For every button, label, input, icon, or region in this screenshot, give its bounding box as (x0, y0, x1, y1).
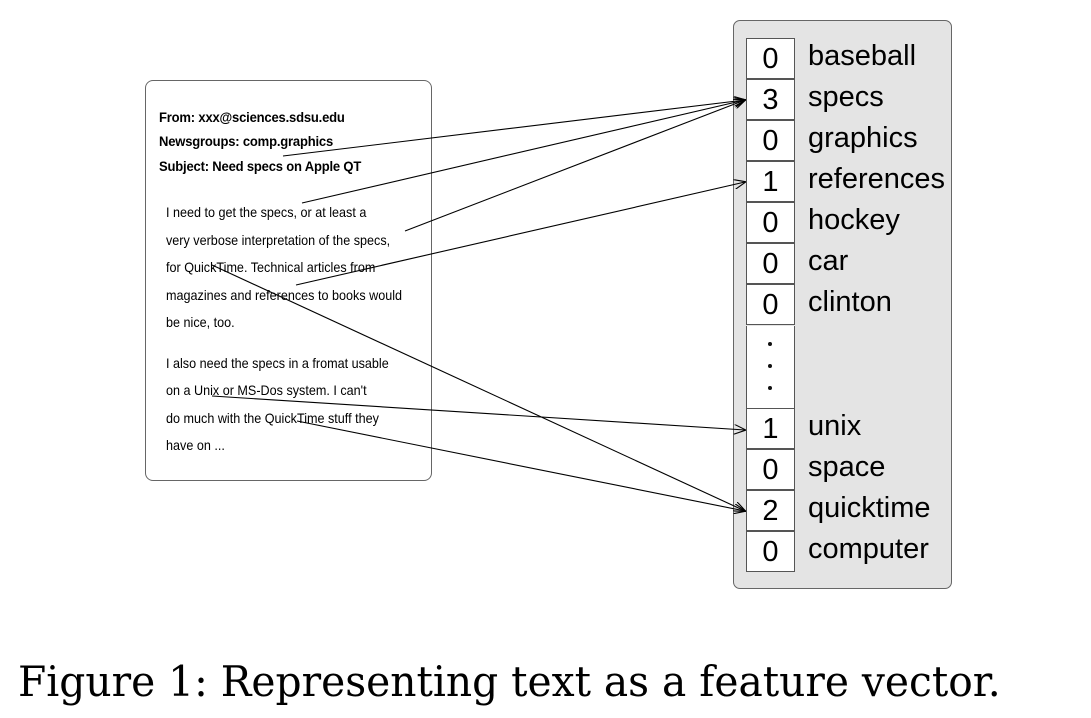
vector-word-clinton: clinton (808, 286, 892, 318)
vector-count-space: 0 (746, 449, 795, 490)
vector-word-quicktime: quicktime (808, 492, 931, 524)
email-body-line: I also need the specs in a fromat usable (166, 355, 389, 371)
vector-word-space: space (808, 451, 886, 483)
vector-word-hockey: hockey (808, 204, 900, 236)
figure-caption: Figure 1: Representing text as a feature… (18, 657, 1001, 706)
email-body-line: for QuickTime. Technical articles from (166, 259, 376, 275)
email-body-line: be nice, too. (166, 314, 235, 330)
vector-word-baseball: baseball (808, 40, 917, 72)
vector-count-clinton: 0 (746, 284, 795, 325)
vector-word-unix: unix (808, 410, 862, 442)
email-body-line: very verbose interpretation of the specs… (166, 232, 391, 248)
vector-word-car: car (808, 245, 849, 277)
ellipsis-dot (768, 386, 772, 390)
vector-count-quicktime: 2 (746, 490, 795, 531)
vector-count-hockey: 0 (746, 202, 795, 243)
vector-count-car: 0 (746, 243, 795, 284)
vector-count-specs: 3 (746, 79, 795, 120)
ellipsis-dot (768, 364, 772, 368)
vector-word-graphics: graphics (808, 122, 918, 154)
vector-word-computer: computer (808, 533, 929, 565)
email-body-line: have on ... (166, 437, 225, 453)
email-newsgroups-header: Newsgroups: comp.graphics (159, 133, 334, 149)
vector-count-graphics: 0 (746, 120, 795, 161)
email-body-line: magazines and references to books would (166, 287, 403, 303)
email-body-line: on a Unix or MS-Dos system. I can't (166, 382, 367, 398)
email-subject-header: Subject: Need specs on Apple QT (159, 158, 362, 174)
email-body-line: do much with the QuickTime stuff they (166, 410, 379, 426)
vector-ellipsis (746, 326, 795, 410)
email-from-header: From: xxx@sciences.sdsu.edu (159, 109, 345, 125)
email-document: From: xxx@sciences.sdsu.edu Newsgroups: … (145, 80, 432, 481)
vector-count-baseball: 0 (746, 38, 795, 79)
arrow-line2-specs-to-specs (404, 100, 745, 232)
email-body-line: I need to get the specs, or at least a (166, 204, 367, 220)
vector-word-specs: specs (808, 81, 884, 113)
vector-word-references: references (808, 163, 946, 195)
vector-count-references: 1 (746, 161, 795, 202)
vector-count-computer: 0 (746, 531, 795, 572)
vector-count-unix: 1 (746, 408, 795, 449)
ellipsis-dot (768, 342, 772, 346)
